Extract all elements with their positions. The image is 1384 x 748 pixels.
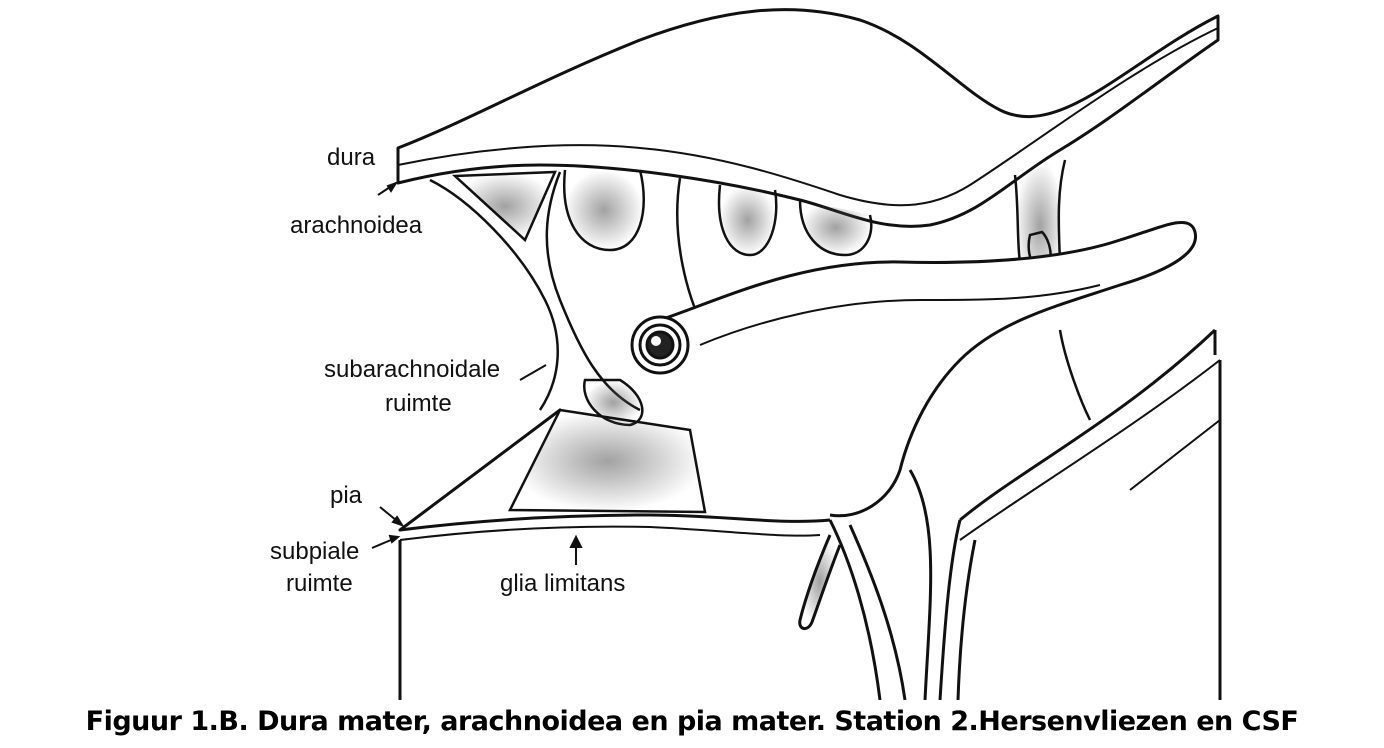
label-subpiale-ruimte: ruimte [286, 570, 353, 597]
figure-caption: Figuur 1.B. Dura mater, arachnoidea en p… [85, 706, 1299, 737]
blood-vessel [630, 221, 1198, 518]
label-subpiale: subpiale [270, 538, 360, 565]
label-glia-limitans: glia limitans [500, 570, 626, 597]
arachnoid-trabeculae [429, 159, 1092, 514]
brain-surface-block [398, 328, 1222, 700]
label-arachnoidea: arachnoidea [290, 212, 423, 239]
label-dura: dura [327, 144, 376, 171]
label-pia: pia [330, 482, 363, 509]
label-subarachnoidale-ruimte: ruimte [385, 390, 452, 417]
meninges-illustration [371, 8, 1222, 700]
label-subarachnoidale: subarachnoidale [324, 356, 501, 383]
label-pointers [371, 181, 583, 565]
dura-mater-sheet [396, 8, 1220, 228]
